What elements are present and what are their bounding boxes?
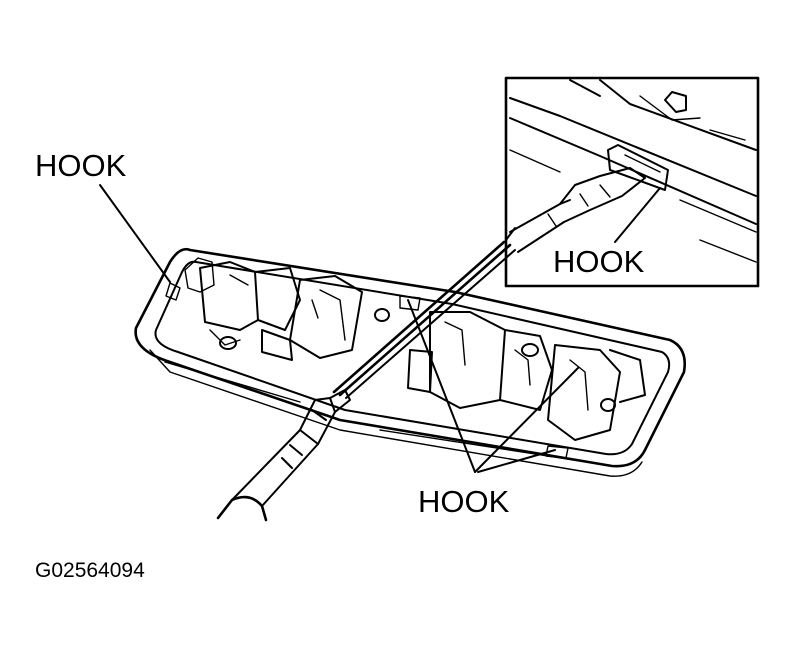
left-reflector bbox=[165, 257, 390, 361]
leader-band bbox=[332, 240, 516, 399]
figure-id: G02564094 bbox=[35, 559, 145, 582]
leader-lines bbox=[99, 184, 661, 473]
hook-label-left: HOOK bbox=[35, 148, 127, 183]
screwdriver-main bbox=[216, 389, 351, 522]
hook-label-inset: HOOK bbox=[553, 244, 645, 279]
inset-detail-box bbox=[504, 76, 760, 288]
right-reflector bbox=[399, 295, 646, 459]
lamp-housing bbox=[134, 247, 686, 477]
hook-label-bottom: HOOK bbox=[418, 484, 510, 519]
